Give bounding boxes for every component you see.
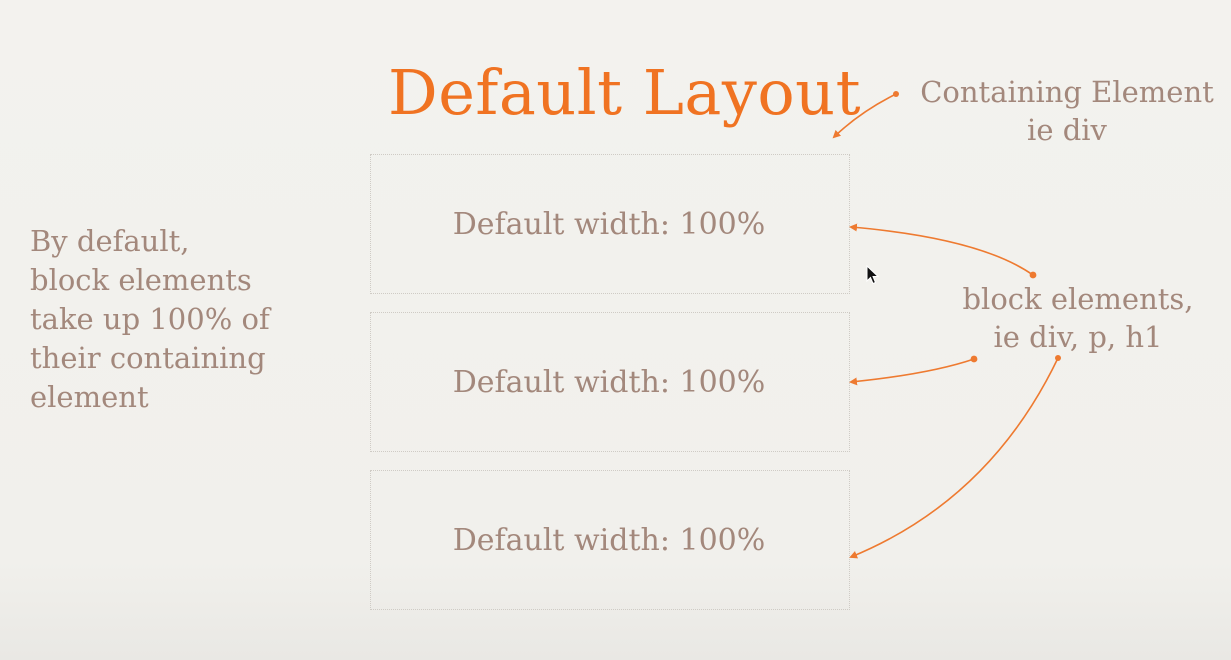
- containing-annotation-line2: ie div: [1027, 112, 1107, 147]
- left-text-line: By default,: [30, 224, 190, 258]
- block-annotation-line2: ie div, p, h1: [993, 319, 1163, 354]
- block-box-label: Default width: 100%: [452, 364, 766, 400]
- mouse-cursor-icon: [866, 265, 880, 285]
- block-elements-annotation: block elements, ie div, p, h1: [958, 281, 1198, 356]
- left-text-line: their containing: [30, 341, 266, 375]
- block-box-2: Default width: 100%: [370, 312, 850, 452]
- left-text-line: element: [30, 380, 149, 414]
- containing-annotation-line1: Containing Element: [920, 75, 1214, 109]
- slide-title: Default Layout: [388, 56, 862, 129]
- containing-element-annotation: Containing Element ie div: [916, 74, 1218, 149]
- block-box-label: Default width: 100%: [452, 206, 766, 242]
- block-box-1: Default width: 100%: [370, 154, 850, 294]
- left-text-line: take up 100% of: [30, 302, 270, 336]
- block-box-label: Default width: 100%: [452, 522, 766, 558]
- block-box-3: Default width: 100%: [370, 470, 850, 610]
- block-arrow-3: [849, 355, 1061, 559]
- block-annotation-line1: block elements,: [962, 282, 1194, 316]
- left-explanation-text: By default, block elements take up 100% …: [30, 222, 270, 417]
- left-text-line: block elements: [30, 263, 252, 297]
- block-arrow-2: [849, 355, 978, 386]
